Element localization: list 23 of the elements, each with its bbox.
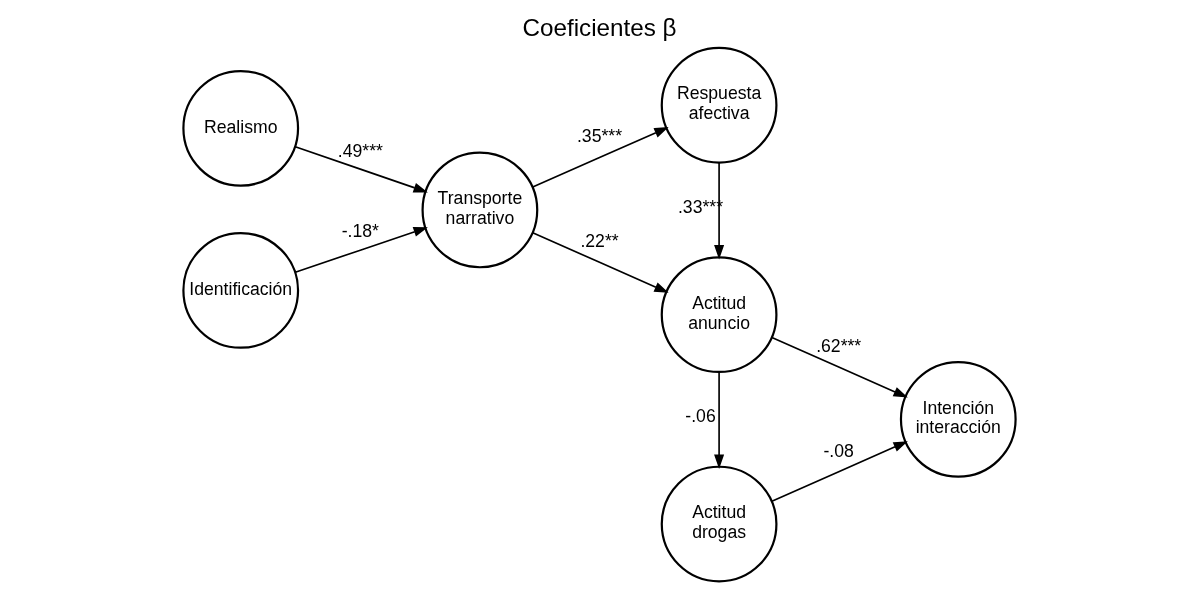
node-circle: Identificación — [182, 231, 300, 349]
arrow — [531, 127, 669, 188]
edge-label: .22** — [580, 231, 619, 252]
diagram-title: Coeficientes β — [522, 14, 677, 42]
arrow — [714, 371, 725, 469]
edge-label: .62*** — [816, 335, 862, 356]
node-circle: Transporte narrativo — [421, 151, 539, 269]
node-circle: Realismo — [182, 69, 300, 187]
edge-label: .35*** — [576, 126, 623, 147]
arrow — [294, 227, 428, 274]
arrow — [714, 161, 725, 260]
arrow — [531, 231, 669, 293]
edge-label: .49*** — [337, 140, 383, 161]
arrow — [294, 145, 428, 193]
edge-label: -.08 — [823, 440, 854, 461]
node-circle: Actitud anuncio — [660, 256, 778, 374]
arrow — [771, 441, 908, 503]
arrow — [771, 336, 908, 398]
edge-label: -.18* — [341, 221, 379, 242]
node-circle: Actitud drogas — [660, 465, 778, 583]
node-circle: Intención interacción — [899, 360, 1017, 478]
node-circle: Respuesta afectiva — [660, 46, 778, 164]
edge-label: -.06 — [685, 406, 716, 427]
